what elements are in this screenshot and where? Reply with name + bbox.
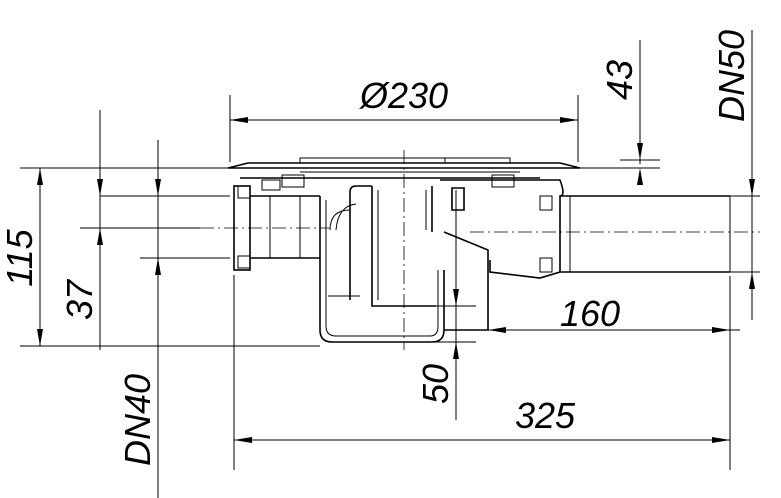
drain-body [200, 150, 760, 350]
dimension-lines [20, 30, 760, 498]
top-flange [227, 162, 581, 169]
label-height-37: 37 [59, 278, 100, 320]
label-depth-50: 50 [415, 364, 456, 404]
label-diameter: Ø230 [359, 75, 448, 116]
label-length-160: 160 [560, 293, 620, 334]
label-dn50: DN50 [711, 30, 752, 122]
label-length-325: 325 [515, 395, 576, 436]
label-dn40: DN40 [117, 374, 158, 466]
label-height-115: 115 [0, 228, 40, 286]
trap-bowl [319, 185, 445, 343]
label-height-43: 43 [599, 60, 640, 100]
dimension-labels: Ø230 43 DN50 115 37 DN40 160 50 325 [0, 30, 752, 466]
